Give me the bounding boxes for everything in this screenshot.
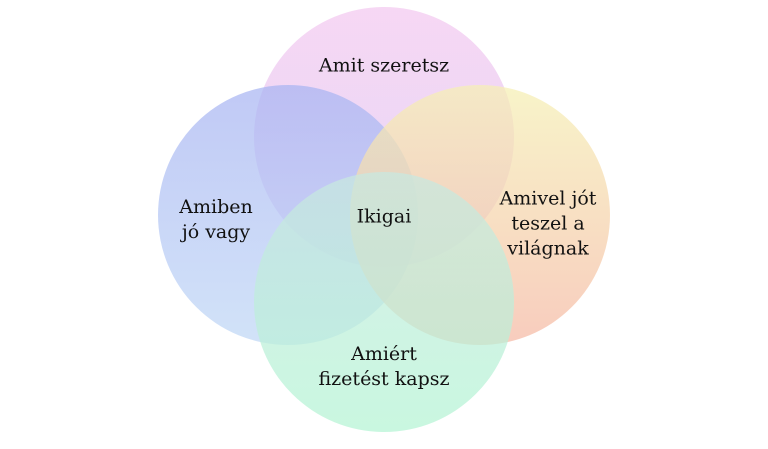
circle-paid-for [254,172,514,432]
label-good-at: Amiben jó vagy [179,196,253,243]
label-paid-for: Amiért fizetést kapsz [318,343,450,390]
label-world-needs: Amivel jót teszel a világnak [499,187,597,260]
label-ikigai-center: Ikigai [356,205,412,228]
label-love: Amit szeretsz [318,54,450,77]
